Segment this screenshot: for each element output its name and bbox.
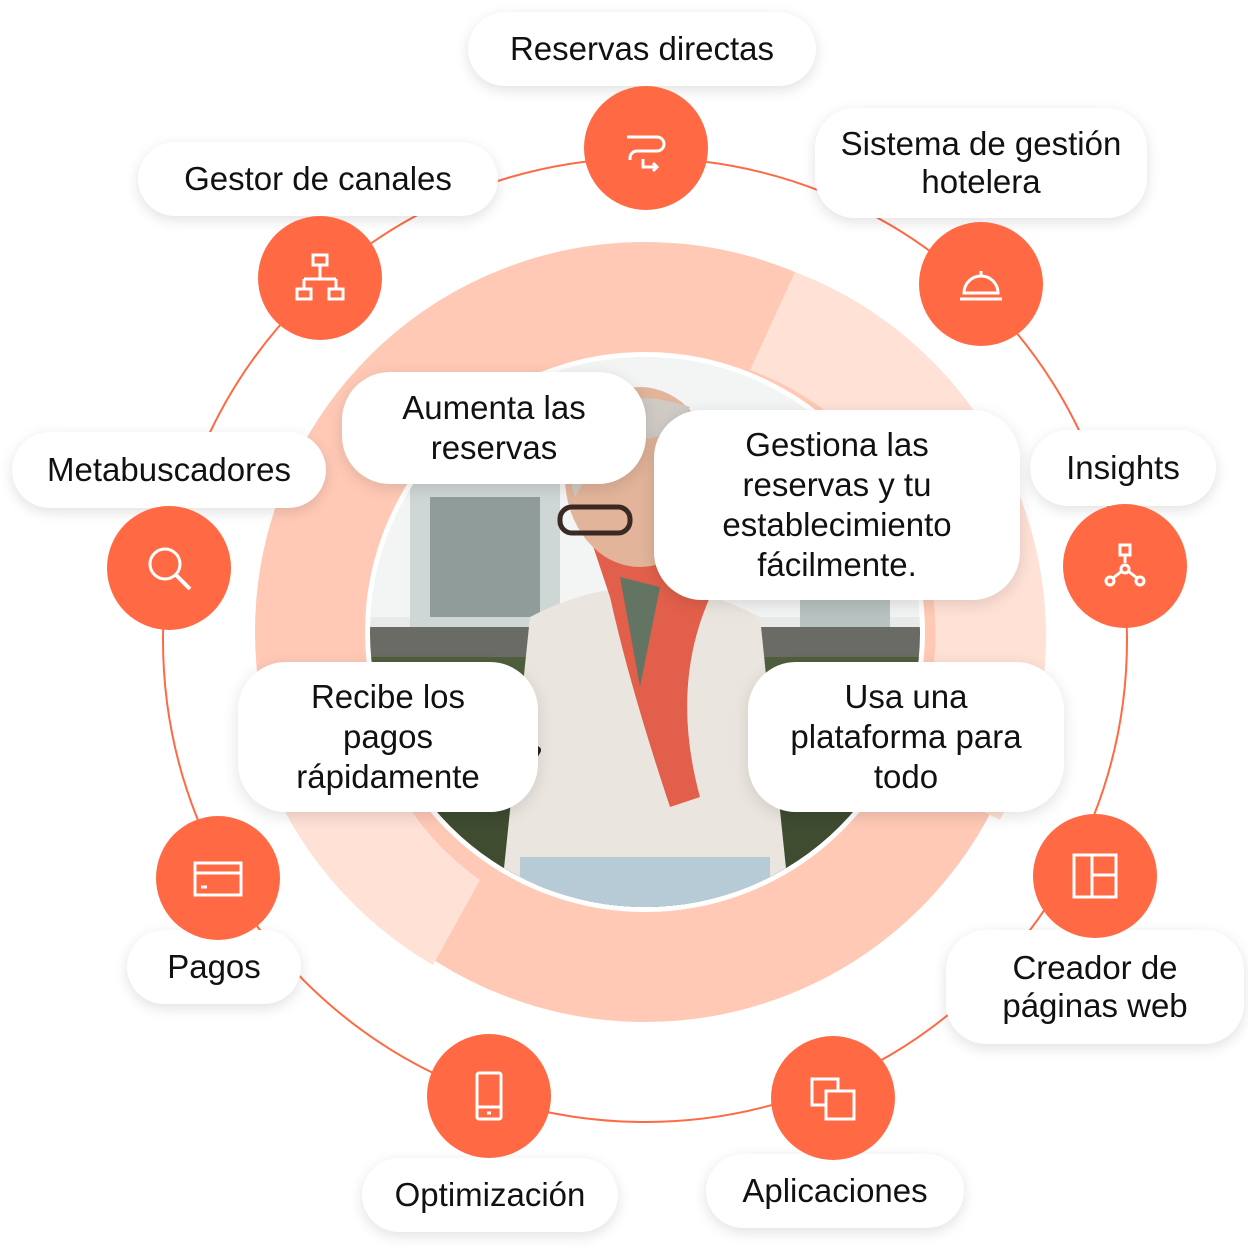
benefit-recibe: Recibe los pagos rápidamente [238, 662, 538, 812]
feature-node-reservas[interactable] [584, 86, 708, 210]
feature-node-pms[interactable] [919, 222, 1043, 346]
benefit-gestiona: Gestiona las reservas y tu establecimien… [654, 410, 1020, 600]
service-bell-icon [960, 271, 1002, 301]
credit-card-icon [193, 861, 243, 897]
feature-label-gestor: Gestor de canales [138, 142, 498, 216]
feature-label-optimizacion: Optimización [362, 1158, 618, 1232]
copy-windows-icon [810, 1077, 856, 1121]
feature-label-reservas: Reservas directas [468, 12, 816, 86]
feature-label-pms: Sistema de gestión hotelera [815, 108, 1147, 218]
feature-label-creador: Creador de páginas web [946, 930, 1244, 1044]
org-chart-icon [295, 253, 345, 301]
benefit-usa: Usa una plataforma para todo [748, 662, 1064, 812]
route-icon [627, 135, 666, 173]
mobile-phone-icon [475, 1071, 503, 1121]
search-icon [148, 547, 192, 591]
feature-node-pagos[interactable] [156, 816, 280, 940]
feature-node-insights[interactable] [1063, 504, 1187, 628]
feature-label-pagos: Pagos [127, 930, 301, 1004]
feature-node-metabuscadores[interactable] [107, 506, 231, 630]
benefit-aumenta: Aumenta las reservas [342, 372, 646, 484]
feature-node-aplicaciones[interactable] [771, 1036, 895, 1160]
analytics-network-icon [1104, 543, 1146, 587]
feature-label-insights: Insights [1030, 430, 1216, 506]
layout-grid-icon [1072, 853, 1118, 899]
feature-node-creador[interactable] [1033, 814, 1157, 938]
feature-label-metabuscadores: Metabuscadores [12, 432, 326, 508]
feature-node-optimizacion[interactable] [427, 1034, 551, 1158]
feature-node-gestor[interactable] [258, 216, 382, 340]
feature-label-aplicaciones: Aplicaciones [706, 1154, 964, 1228]
